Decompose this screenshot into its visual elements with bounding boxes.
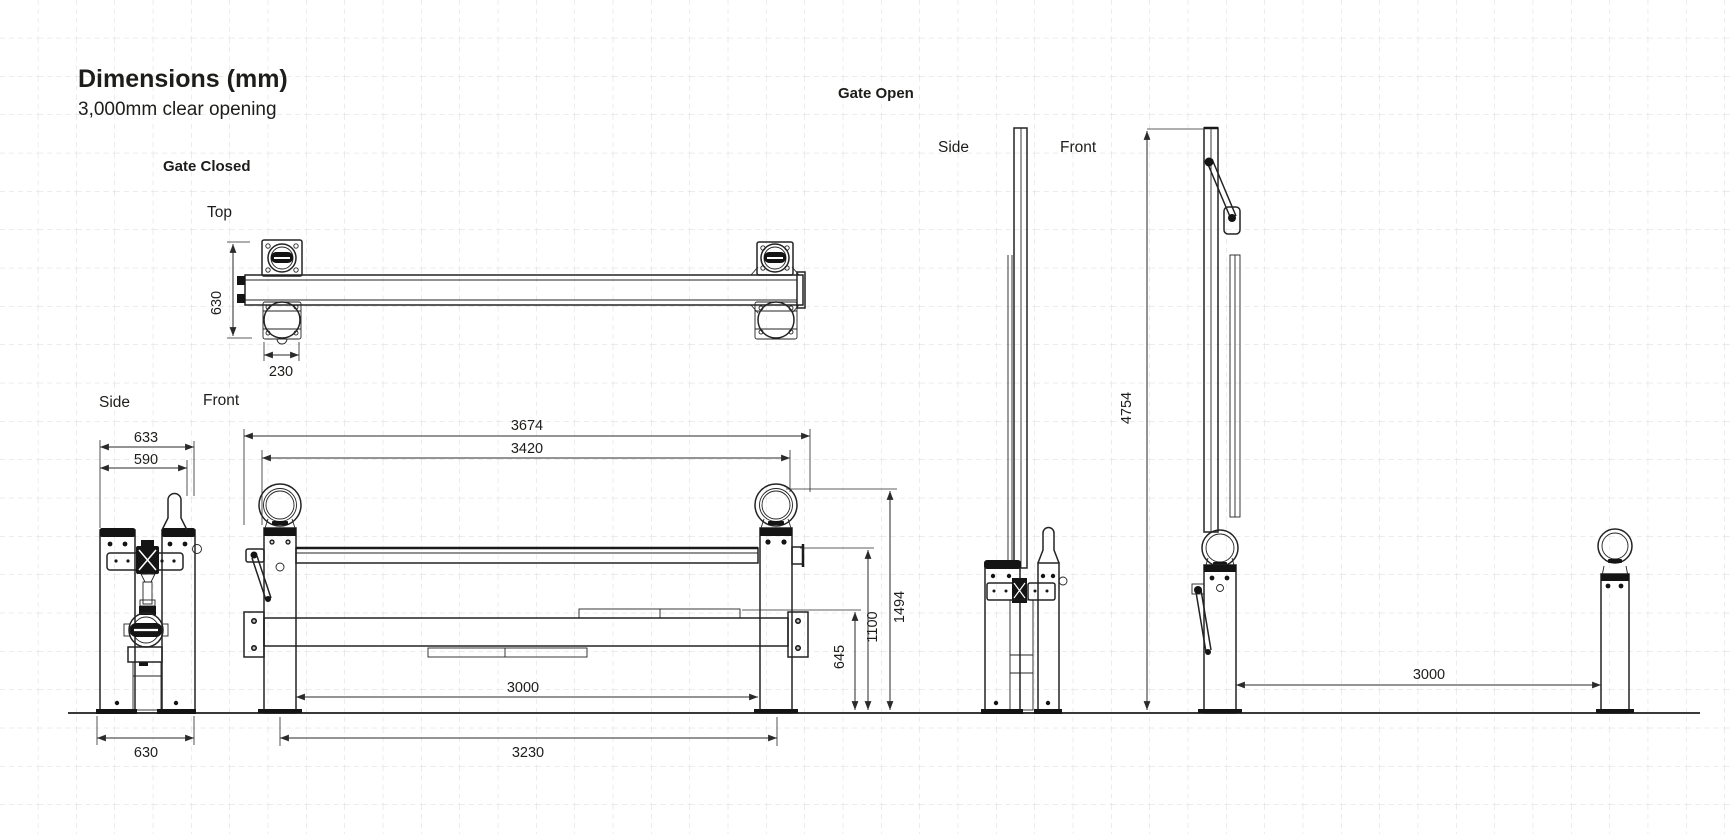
dim-front-overall-width: 3674 — [511, 418, 543, 434]
dim-top-hub-width: 230 — [269, 364, 293, 380]
dim-clear-opening-open: 3000 — [1413, 667, 1445, 683]
view-label-top: Top — [207, 204, 232, 221]
dim-overall-height-closed: 1494 — [892, 591, 908, 623]
closed-front-view: 3674 3420 3000 3230 645 1100 1494 — [243, 418, 908, 761]
dim-overall-height-open: 4754 — [1119, 392, 1135, 424]
dim-post-centres: 3230 — [512, 745, 544, 761]
page-subtitle: 3,000mm clear opening — [78, 99, 277, 120]
dim-top-height: 630 — [209, 291, 225, 315]
page-title: Dimensions (mm) — [78, 65, 288, 93]
section-label-gate-open: Gate Open — [838, 85, 914, 102]
dim-side-body-width: 590 — [134, 452, 158, 468]
dim-top-rail-height: 1100 — [865, 611, 881, 642]
view-label-side-open: Side — [938, 139, 969, 156]
dim-side-base-width: 630 — [134, 745, 158, 761]
closed-top-view: 630 230 — [209, 239, 806, 380]
headings: Dimensions (mm) 3,000mm clear opening Ga… — [78, 65, 1097, 411]
open-front-view: 4754 — [1119, 126, 1242, 714]
closed-side-view: 633 590 630 — [96, 430, 202, 761]
open-side-view — [981, 127, 1068, 714]
dim-clear-opening: 3000 — [507, 680, 539, 696]
dim-side-overall-width: 633 — [134, 430, 158, 446]
section-label-gate-closed: Gate Closed — [163, 158, 251, 175]
view-label-front-closed: Front — [203, 392, 240, 409]
dim-front-frame-width: 3420 — [511, 441, 543, 457]
view-label-front-open: Front — [1060, 139, 1097, 156]
dim-lower-rail-height: 645 — [832, 645, 848, 669]
open-receiver-post: 3000 — [1235, 528, 1634, 714]
view-label-side-closed: Side — [99, 394, 130, 411]
